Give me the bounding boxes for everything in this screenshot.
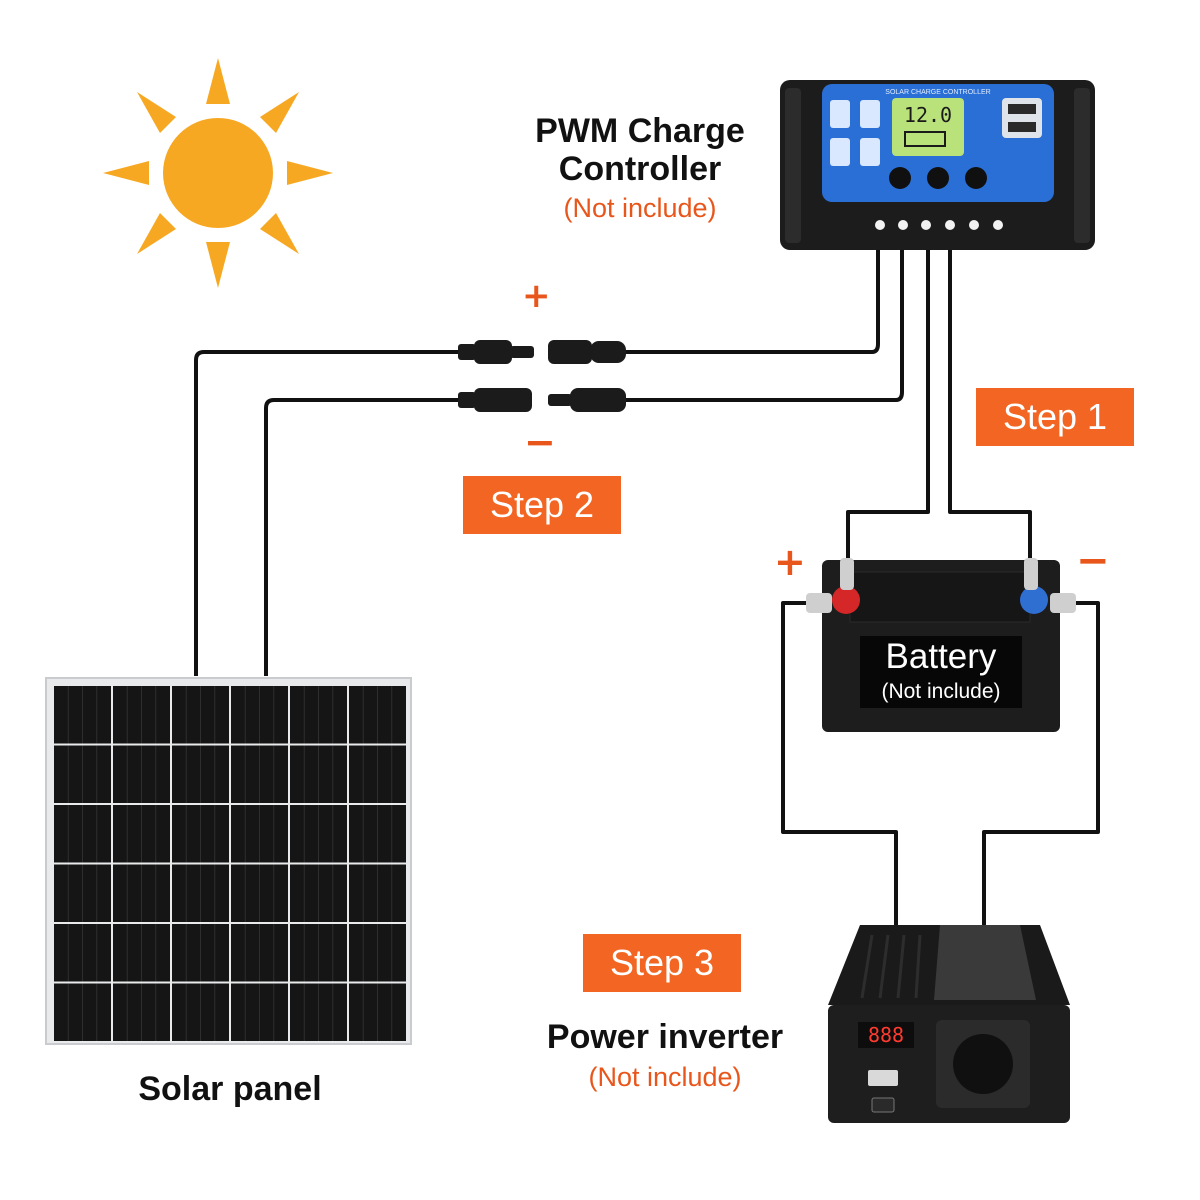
battery-note: (Not include) bbox=[881, 680, 1001, 703]
solar-panel-label: Solar panel bbox=[138, 1070, 322, 1108]
controller-pv-positive-cable bbox=[625, 250, 880, 354]
controller-header-text: SOLAR CHARGE CONTROLLER bbox=[885, 89, 990, 96]
pv-positive-sign: + bbox=[522, 276, 551, 316]
controller-battery-negative-cable bbox=[948, 250, 1032, 565]
battery-negative-sign: − bbox=[1076, 538, 1110, 584]
battery-label: Battery bbox=[885, 637, 997, 676]
cables bbox=[194, 250, 1100, 925]
controller-pv-negative-cable bbox=[625, 250, 904, 402]
controller-title: PWM Charge Controller bbox=[505, 112, 775, 188]
mc4-connector-negative bbox=[458, 388, 626, 412]
controller-battery-positive-cable bbox=[846, 250, 930, 565]
inverter-led-reading: 888 bbox=[868, 1023, 904, 1047]
solar-cells bbox=[54, 686, 406, 1041]
controller-title-line2: Controller bbox=[558, 150, 722, 188]
battery-inverter-negative-cable bbox=[982, 601, 1100, 925]
solar-panel bbox=[45, 677, 412, 1045]
battery-positive-terminal-icon bbox=[806, 558, 860, 614]
step3-badge: Step 3 bbox=[583, 934, 741, 992]
power-switch-icon bbox=[871, 1097, 895, 1113]
charge-controller: SOLAR CHARGE CONTROLLER 12.0 bbox=[780, 80, 1095, 250]
status-icons bbox=[830, 100, 880, 166]
panel-negative-cable bbox=[264, 398, 460, 676]
inverter-led-display bbox=[858, 1022, 914, 1048]
lcd-reading: 12.0 bbox=[904, 103, 952, 127]
inverter-title: Power inverter bbox=[546, 1018, 784, 1056]
battery-negative-terminal-icon bbox=[1020, 558, 1076, 614]
battery bbox=[806, 558, 1076, 732]
battery-inverter-positive-cable bbox=[781, 601, 898, 925]
controller-buttons bbox=[889, 167, 987, 189]
usb-ports-icon bbox=[1002, 98, 1042, 138]
sun-icon bbox=[103, 58, 333, 288]
step1-badge: Step 1 bbox=[976, 388, 1134, 446]
usb-port-icon bbox=[868, 1070, 898, 1086]
mc4-connector-positive bbox=[458, 340, 626, 364]
power-inverter: 888 bbox=[828, 925, 1070, 1123]
battery-positive-sign: + bbox=[774, 540, 806, 584]
inverter-note: (Not include) bbox=[588, 1062, 742, 1092]
step2-badge: Step 2 bbox=[463, 476, 621, 534]
pv-negative-sign: − bbox=[524, 420, 556, 464]
mc4-connectors bbox=[458, 340, 626, 412]
controller-terminals bbox=[875, 220, 1003, 230]
controller-note: (Not include) bbox=[563, 193, 717, 223]
controller-title-line1: PWM Charge bbox=[535, 112, 745, 150]
panel-positive-cable bbox=[194, 350, 460, 676]
